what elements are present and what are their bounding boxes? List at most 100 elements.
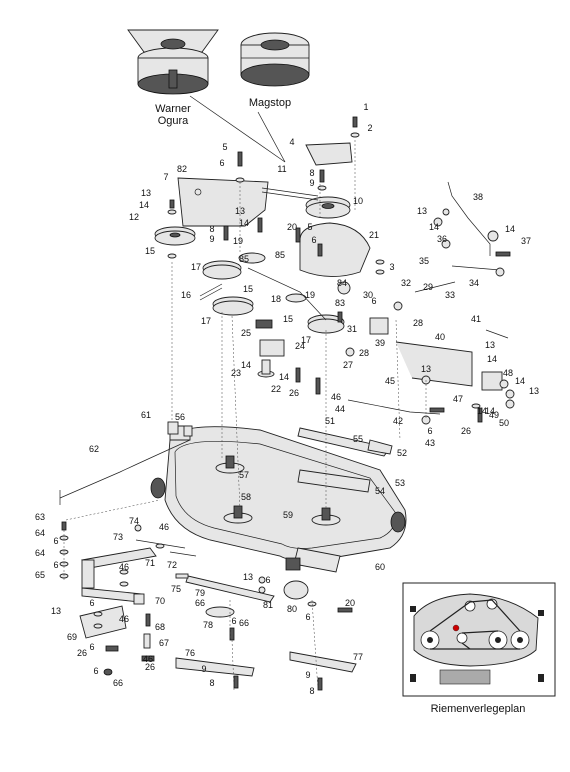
callout-6-10: 6	[53, 560, 58, 570]
callout-1: 1	[363, 102, 368, 112]
callout-6-4: 6	[89, 642, 94, 652]
callout-46: 46	[331, 392, 341, 402]
callout-6-6: 6	[231, 616, 236, 626]
callout-85-1: 85	[275, 250, 285, 260]
callout-17-1: 17	[201, 316, 211, 326]
callout-41: 41	[471, 314, 481, 324]
callout-6-3: 6	[89, 598, 94, 608]
callout-62: 62	[89, 444, 99, 454]
callout-17: 17	[191, 262, 201, 272]
callout-64: 64	[35, 528, 45, 538]
callout-24: 24	[295, 341, 305, 351]
callout-81: 81	[263, 600, 273, 610]
idler-pulleys-17	[202, 252, 345, 334]
callout-37: 37	[521, 236, 531, 246]
callout-53: 53	[395, 478, 405, 488]
callout-8-3: 8	[309, 686, 314, 696]
pulley-10	[305, 196, 351, 219]
belt-11-16	[199, 187, 319, 301]
callout-6-9: 6	[265, 575, 270, 585]
callout-45: 45	[385, 376, 395, 386]
callout-6-2: 6	[371, 296, 376, 306]
callout-14-3: 14	[279, 372, 289, 382]
callout-66-2: 66	[113, 678, 123, 688]
callout-85: 85	[239, 254, 249, 264]
callout-34: 34	[469, 278, 479, 288]
callout-22: 22	[271, 384, 281, 394]
callout-69: 69	[67, 632, 77, 642]
callout-31: 31	[347, 324, 357, 334]
clutch-warner-ogura	[127, 29, 219, 95]
callout-23: 23	[231, 368, 241, 378]
hardware	[167, 116, 515, 425]
callout-40: 40	[435, 332, 445, 342]
callout-14-5: 14	[505, 224, 515, 234]
caster-arm-69	[79, 605, 127, 639]
front-bracket-70	[81, 539, 197, 603]
callout-6-11: 6	[53, 536, 58, 546]
callout-47: 47	[453, 394, 463, 404]
bracket-48	[481, 371, 503, 391]
callout-4: 4	[289, 137, 294, 147]
callout-54: 54	[375, 486, 385, 496]
callout-11: 11	[277, 164, 286, 174]
callout-26-1: 26	[461, 426, 471, 436]
callout-10: 10	[353, 196, 363, 206]
callout-74: 74	[129, 516, 139, 526]
callout-50: 50	[499, 418, 509, 428]
callout-13-2: 13	[417, 206, 427, 216]
callout-13-7: 13	[243, 572, 253, 582]
callout-78: 78	[203, 620, 213, 630]
lift-arm-38	[442, 181, 491, 256]
callout-3: 3	[389, 262, 394, 272]
pulley-12	[154, 226, 196, 246]
callout-82: 82	[177, 164, 187, 174]
callout-6-8: 6	[427, 426, 432, 436]
callout-7: 7	[163, 172, 168, 182]
callout-13-4: 13	[421, 364, 431, 374]
callout-27: 27	[343, 360, 353, 370]
callout-76: 76	[185, 648, 195, 658]
callout-15: 15	[145, 246, 155, 256]
clutch-magstop	[240, 32, 310, 87]
callout-9-1: 9	[209, 234, 214, 244]
callout-30: 30	[363, 290, 373, 300]
callout-14-6: 14	[487, 354, 497, 364]
callout-68: 68	[155, 622, 165, 632]
callout-32: 32	[401, 278, 411, 288]
callout-19: 19	[233, 236, 243, 246]
caption-ogura-line-2: Ogura	[158, 115, 189, 127]
callout-57: 57	[239, 470, 249, 480]
callout-9-3: 9	[305, 670, 310, 680]
callout-52: 52	[397, 448, 407, 458]
callout-6-1: 6	[311, 235, 316, 245]
callout-48: 48	[503, 368, 513, 378]
callout-77: 77	[353, 652, 363, 662]
callout-13: 13	[141, 188, 151, 198]
callout-20: 20	[287, 222, 297, 232]
caption-warner-line-1: Warner	[155, 103, 191, 115]
belt-cover-21	[299, 222, 371, 277]
callout-61: 61	[141, 410, 151, 420]
callout-42: 42	[393, 416, 403, 426]
callout-19-1: 19	[305, 290, 315, 300]
callout-44: 44	[335, 404, 345, 414]
callout-39: 39	[375, 338, 385, 348]
callout-63: 63	[35, 512, 45, 522]
callout-75: 75	[171, 584, 181, 594]
callout-71: 71	[145, 558, 155, 568]
callout-59: 59	[283, 510, 293, 520]
callout-28-1: 28	[413, 318, 423, 328]
callout-60: 60	[375, 562, 385, 572]
rod-33	[414, 265, 501, 293]
callout-14-4: 14	[429, 222, 439, 232]
callout-28: 28	[359, 348, 369, 358]
callout-15-2: 15	[283, 314, 293, 324]
callout-58: 58	[241, 492, 251, 502]
callout-5: 5	[222, 142, 227, 152]
callout-35: 35	[419, 256, 429, 266]
